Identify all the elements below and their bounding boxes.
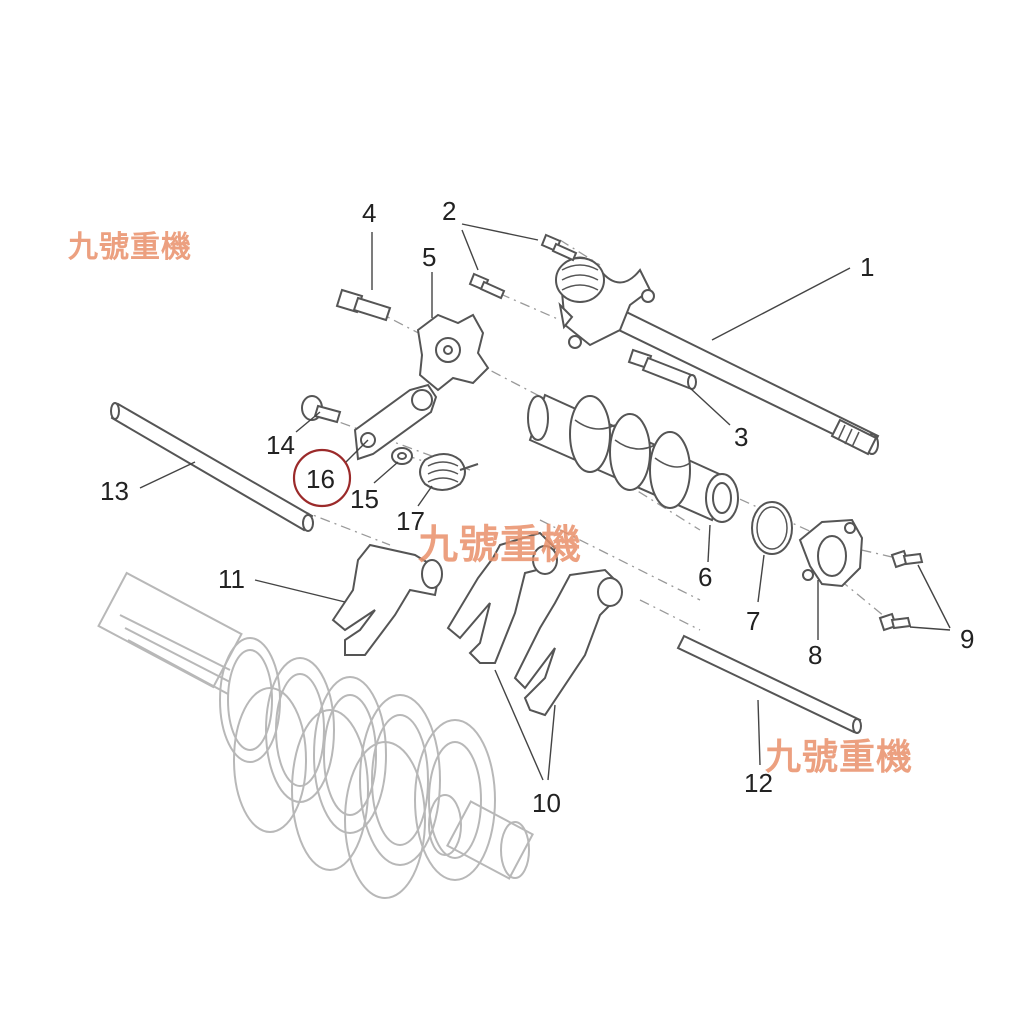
callout-7: 7 <box>746 606 760 636</box>
fork-shaft-upper <box>110 402 314 532</box>
callout-10: 10 <box>532 788 561 818</box>
fork-shaft-lower <box>676 634 862 734</box>
watermark-text: 九號重機 <box>765 737 914 778</box>
screw-top-pair <box>468 233 578 300</box>
callout-11: 11 <box>218 564 245 594</box>
selector-drum <box>527 393 739 523</box>
detent-lever <box>353 383 438 461</box>
selector-forks-pair <box>446 531 623 717</box>
callout-17: 17 <box>396 506 425 536</box>
bolt <box>335 288 392 322</box>
gear-shift-shaft <box>555 256 880 456</box>
leader-lines <box>139 223 951 781</box>
washer <box>391 447 413 465</box>
watermark-text: 九號重機 <box>418 522 582 568</box>
callout-16: 16 <box>306 464 335 494</box>
callout-15: 15 <box>350 484 379 514</box>
pin <box>627 348 697 390</box>
screw-cover-pair <box>878 549 924 632</box>
callout-labels: 1 2 3 4 5 6 7 8 9 10 11 12 13 14 15 16 1… <box>100 196 974 818</box>
highlight-circle <box>292 448 352 508</box>
callout-2: 2 <box>442 196 456 226</box>
callout-6: 6 <box>698 562 712 592</box>
pivot-bolt <box>301 395 342 424</box>
callout-14: 14 <box>266 430 295 460</box>
selector-star-plate <box>416 313 490 392</box>
spring <box>419 453 479 491</box>
callout-3: 3 <box>734 422 748 452</box>
gearbox-cluster <box>97 571 534 899</box>
end-cover <box>798 518 864 588</box>
callout-8: 8 <box>808 640 822 670</box>
callout-12: 12 <box>744 768 773 798</box>
o-ring <box>751 501 793 555</box>
callout-4: 4 <box>362 198 376 228</box>
callout-5: 5 <box>422 242 436 272</box>
watermark-text: 九號重機 <box>68 230 192 265</box>
selector-fork-single <box>331 543 443 656</box>
callout-9: 9 <box>960 624 974 654</box>
callout-13: 13 <box>100 476 129 506</box>
callout-1: 1 <box>860 252 874 282</box>
